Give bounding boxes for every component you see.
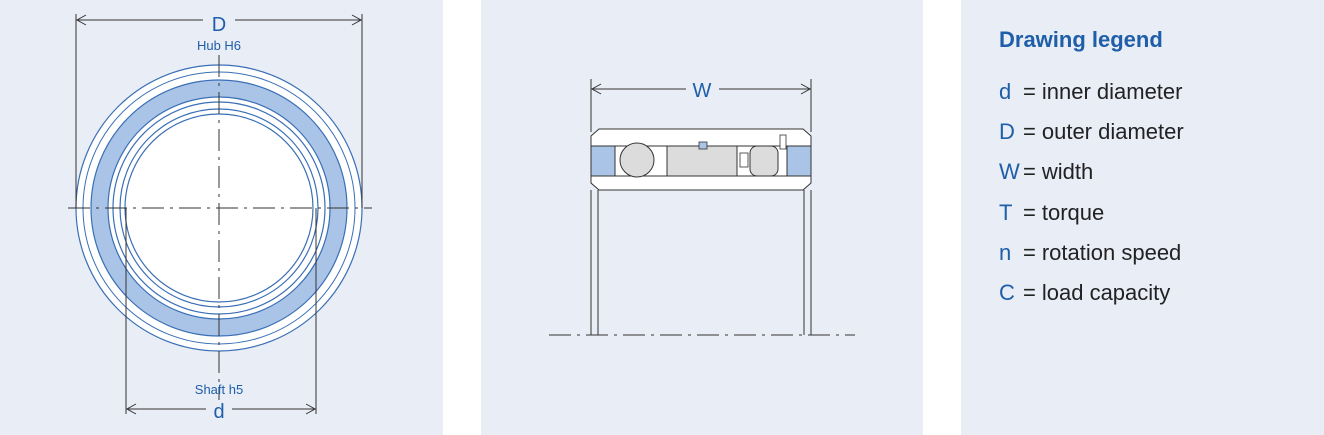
legend-description: inner diameter: [1041, 79, 1183, 105]
legend-equals: =: [1023, 280, 1036, 306]
legend-equals: =: [1023, 199, 1036, 225]
legend-item: C = load capacity: [999, 273, 1184, 313]
legend-description: load capacity: [1041, 280, 1171, 306]
legend-symbol: T: [999, 199, 1013, 225]
legend-item: D = outer diameter: [999, 112, 1184, 152]
legend-symbol: W: [999, 159, 1020, 185]
legend-symbol: C: [999, 280, 1015, 306]
front-view-drawing: D Hub H6 Shaft h5 d: [68, 14, 372, 423]
D-symbol: D: [212, 14, 226, 36]
legend-equals: =: [1023, 79, 1036, 105]
shaft-label: Shaft h5: [195, 382, 243, 397]
W-arrow-left: [590, 83, 602, 95]
D-arrow-left: [75, 14, 87, 26]
tab: [779, 134, 787, 150]
W-arrow-right: [800, 83, 812, 95]
legend-description: rotation speed: [1041, 239, 1182, 265]
legend-description: outer diameter: [1041, 119, 1184, 145]
inner-race-section: [590, 175, 812, 191]
side-view-drawing: W: [549, 79, 855, 336]
legend-equals: =: [1023, 159, 1036, 185]
legend-description: width: [1041, 159, 1094, 185]
seal-left: [590, 145, 616, 177]
legend-list: d = inner diameter D = outer diameter W …: [999, 72, 1184, 313]
legend-item: d = inner diameter: [999, 72, 1184, 112]
cage-block: [749, 145, 779, 177]
W-symbol: W: [693, 80, 712, 102]
front-view-panel: D Hub H6 Shaft h5 d: [0, 0, 443, 435]
legend-symbol: n: [999, 239, 1012, 265]
D-arrow-right: [351, 14, 363, 26]
roller: [666, 145, 738, 177]
legend-equals: =: [1023, 239, 1036, 265]
legend-item: T = torque: [999, 193, 1184, 233]
legend-symbol: D: [999, 119, 1015, 145]
hub-label: Hub H6: [197, 38, 241, 53]
legend-symbol: d: [999, 79, 1012, 105]
legend-description: torque: [1041, 199, 1105, 225]
ball: [619, 142, 655, 178]
d-arrow-left: [125, 403, 137, 415]
spacer: [739, 152, 749, 168]
legend-panel: Drawing legend d = inner diameter D = ou…: [961, 0, 1324, 435]
legend-item: W = width: [999, 152, 1184, 192]
side-view-panel: W: [481, 0, 923, 435]
d-arrow-right: [305, 403, 317, 415]
legend-title: Drawing legend: [999, 27, 1163, 52]
legend-item: n = rotation speed: [999, 233, 1184, 273]
legend-equals: =: [1023, 119, 1036, 145]
d-symbol: d: [213, 401, 224, 423]
seal-right: [786, 145, 812, 177]
roller-key: [698, 141, 708, 150]
